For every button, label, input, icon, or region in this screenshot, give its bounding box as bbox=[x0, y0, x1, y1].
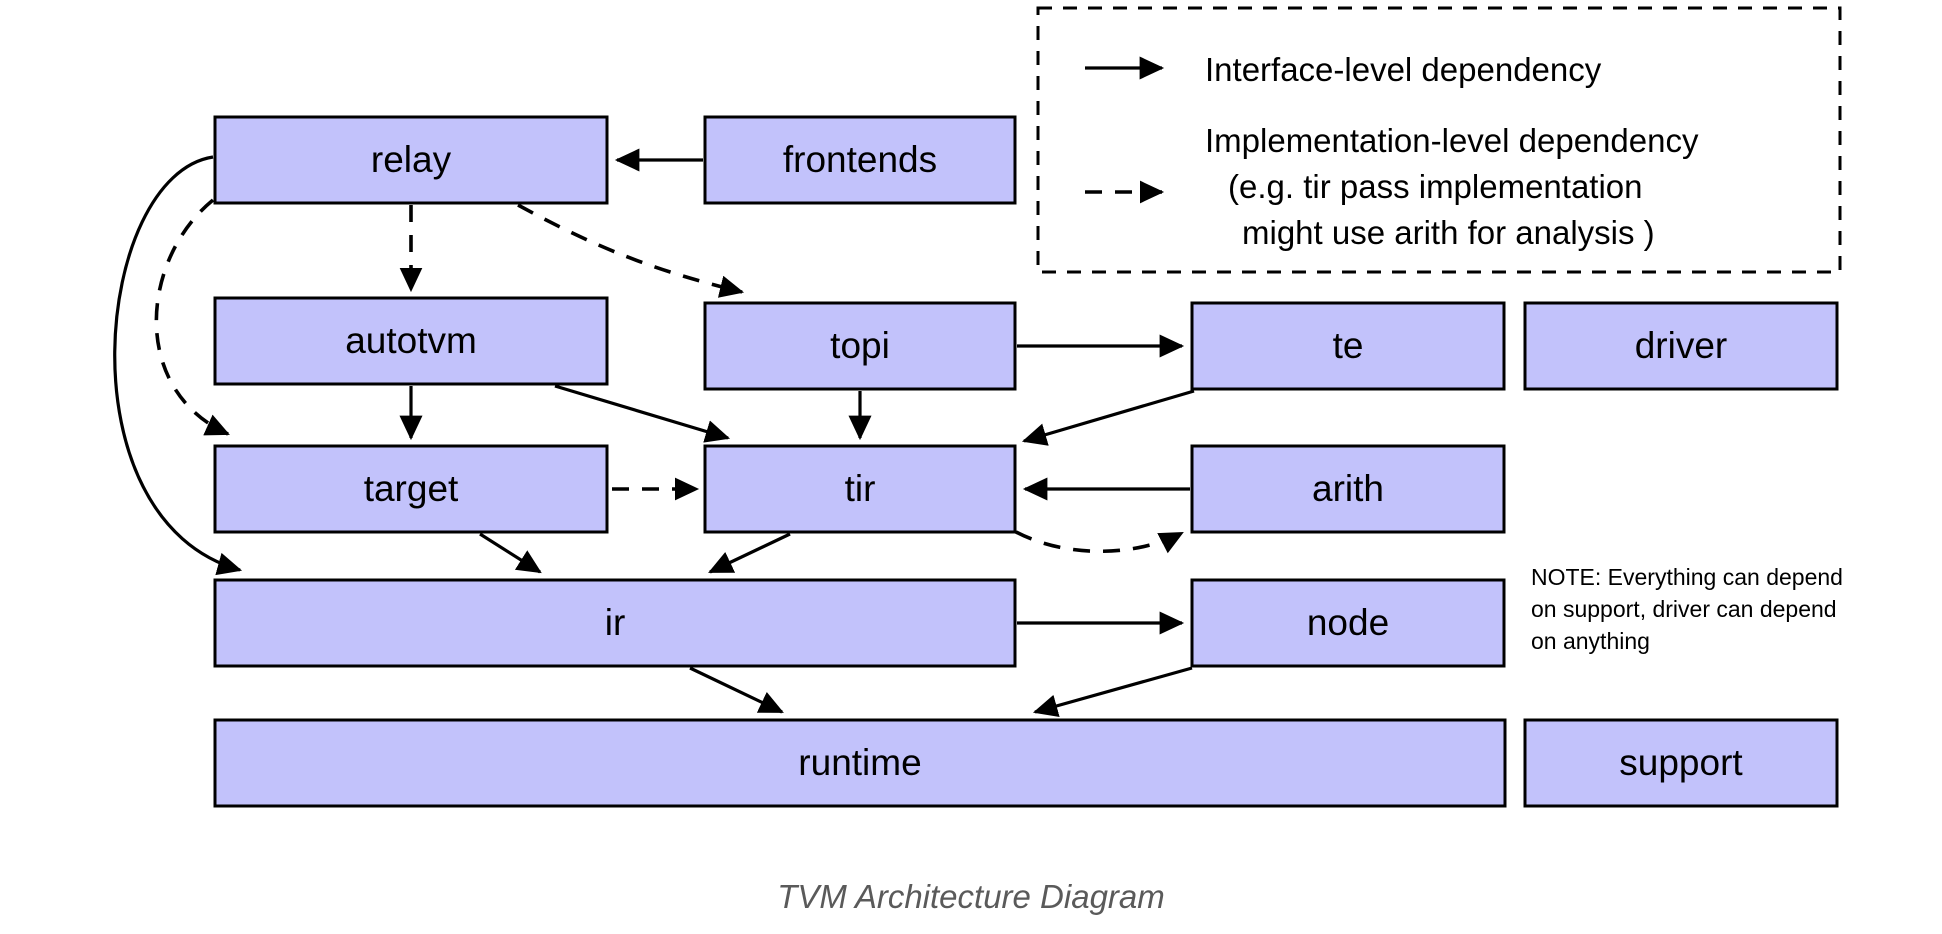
node-runtime[interactable]: runtime bbox=[213, 718, 1507, 808]
node-label-runtime: runtime bbox=[798, 742, 921, 783]
node-label-topi: topi bbox=[830, 325, 890, 366]
edge-layer bbox=[113, 148, 1195, 718]
legend: Interface-level dependency Implementatio… bbox=[1036, 6, 1842, 274]
note-line-3: on anything bbox=[1531, 628, 1650, 654]
legend-label-interface-level: Interface-level dependency bbox=[1205, 51, 1602, 88]
node-label-relay: relay bbox=[371, 139, 452, 180]
edge-ir-to-runtime bbox=[689, 666, 784, 714]
node-layer: relay frontends autotvm topi te driver bbox=[213, 115, 1839, 808]
node-label-node: node bbox=[1307, 602, 1389, 643]
edge-autotvm-to-tir bbox=[554, 384, 731, 443]
node-frontends[interactable]: frontends bbox=[703, 115, 1017, 205]
note-line-2: on support, driver can depend bbox=[1531, 596, 1837, 622]
edge-tir-to-ir bbox=[708, 532, 791, 574]
node-label-te: te bbox=[1333, 325, 1364, 366]
legend-label-implementation-line-3: might use arith for analysis ) bbox=[1242, 214, 1655, 251]
note-block: NOTE: Everything can depend on support, … bbox=[1531, 564, 1843, 654]
node-node[interactable]: node bbox=[1190, 578, 1506, 668]
node-label-driver: driver bbox=[1635, 325, 1728, 366]
node-label-arith: arith bbox=[1312, 468, 1384, 509]
node-ir[interactable]: ir bbox=[213, 578, 1017, 668]
node-label-frontends: frontends bbox=[783, 139, 937, 180]
node-te[interactable]: te bbox=[1190, 301, 1506, 391]
edge-node-to-runtime bbox=[1032, 666, 1193, 718]
node-topi[interactable]: topi bbox=[703, 301, 1017, 391]
node-label-support: support bbox=[1619, 742, 1743, 783]
legend-entry-interface-level: Interface-level dependency bbox=[1085, 51, 1602, 88]
edge-tir-to-arith bbox=[1015, 530, 1184, 554]
node-driver[interactable]: driver bbox=[1523, 301, 1839, 391]
edge-relay-to-topi bbox=[517, 203, 745, 298]
node-autotvm[interactable]: autotvm bbox=[213, 296, 609, 386]
node-support[interactable]: support bbox=[1523, 718, 1839, 808]
node-label-autotvm: autotvm bbox=[345, 320, 477, 361]
legend-entry-implementation-level: Implementation-level dependency (e.g. ti… bbox=[1085, 122, 1699, 251]
node-label-target: target bbox=[364, 468, 459, 509]
node-label-ir: ir bbox=[605, 602, 626, 643]
edge-target-to-ir bbox=[479, 532, 542, 574]
diagram-caption: TVM Architecture Diagram bbox=[777, 878, 1165, 915]
legend-label-implementation-line-1: Implementation-level dependency bbox=[1205, 122, 1699, 159]
note-line-1: NOTE: Everything can depend bbox=[1531, 564, 1843, 590]
node-relay[interactable]: relay bbox=[213, 115, 609, 205]
node-arith[interactable]: arith bbox=[1190, 444, 1506, 534]
edge-relay-to-ir bbox=[113, 155, 243, 576]
edge-te-to-tir bbox=[1021, 389, 1195, 446]
legend-label-implementation-line-2: (e.g. tir pass implementation bbox=[1228, 168, 1643, 205]
node-tir[interactable]: tir bbox=[703, 444, 1017, 534]
node-target[interactable]: target bbox=[213, 444, 609, 534]
legend-border bbox=[1036, 6, 1842, 274]
node-label-tir: tir bbox=[845, 468, 876, 509]
edge-relay-to-target bbox=[154, 198, 230, 436]
